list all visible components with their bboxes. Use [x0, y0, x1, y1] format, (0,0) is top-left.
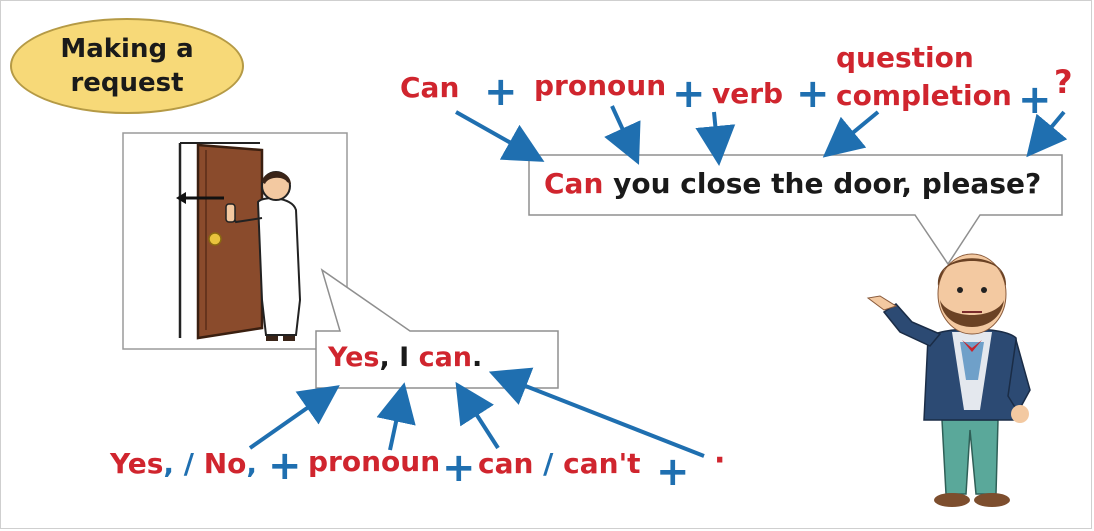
plus-icon: +	[1018, 77, 1052, 123]
request-sentence: Can you close the door, please?	[544, 170, 1041, 198]
formula-sep-2: ,	[246, 447, 258, 480]
plus-icon: +	[656, 449, 690, 495]
formula-cant: can't	[563, 447, 641, 480]
plus-icon: +	[268, 443, 302, 489]
answer-yes: Yes	[328, 342, 380, 373]
formula-period: ·	[714, 443, 726, 478]
plus-icon: +	[442, 445, 476, 491]
bottom-speech-bubble	[315, 268, 559, 389]
answer-sentence: Yes, I can.	[328, 344, 482, 371]
plus-icon: +	[672, 71, 706, 117]
bottom-arrows	[248, 367, 705, 458]
formula-pronoun: pronoun	[534, 69, 667, 102]
formula-sep-1: , /	[163, 447, 204, 480]
formula-can: Can	[400, 71, 460, 104]
formula-yes: Yes	[110, 447, 164, 480]
formula-question-mark: ?	[1054, 63, 1073, 101]
teacher-figure	[866, 253, 1031, 507]
formula-bottom-can: can	[478, 447, 534, 480]
formula-slash: /	[533, 447, 564, 480]
formula-bottom-pronoun: pronoun	[308, 445, 441, 478]
formula-no: No	[203, 447, 247, 480]
title-line-1: Making a	[60, 34, 194, 64]
plus-icon: +	[796, 71, 830, 117]
top-arrows	[455, 105, 1068, 166]
formula-can-cant: can / can't	[478, 450, 641, 478]
sentence-rest: you close the door, please?	[603, 167, 1042, 200]
title-oval: Making a request	[10, 18, 244, 114]
answer-middle: , I	[379, 342, 419, 373]
formula-question: question	[836, 41, 974, 74]
sentence-can: Can	[544, 167, 604, 200]
formula-yes-no: Yes, / No,	[110, 450, 257, 478]
title-line-2: request	[70, 68, 184, 98]
answer-can: can	[418, 342, 473, 373]
top-speech-bubble	[528, 154, 1063, 266]
door-picture	[122, 132, 348, 350]
formula-verb: verb	[712, 77, 784, 110]
formula-completion: completion	[836, 79, 1012, 112]
plus-icon: +	[484, 69, 518, 115]
answer-dot: .	[472, 342, 483, 373]
